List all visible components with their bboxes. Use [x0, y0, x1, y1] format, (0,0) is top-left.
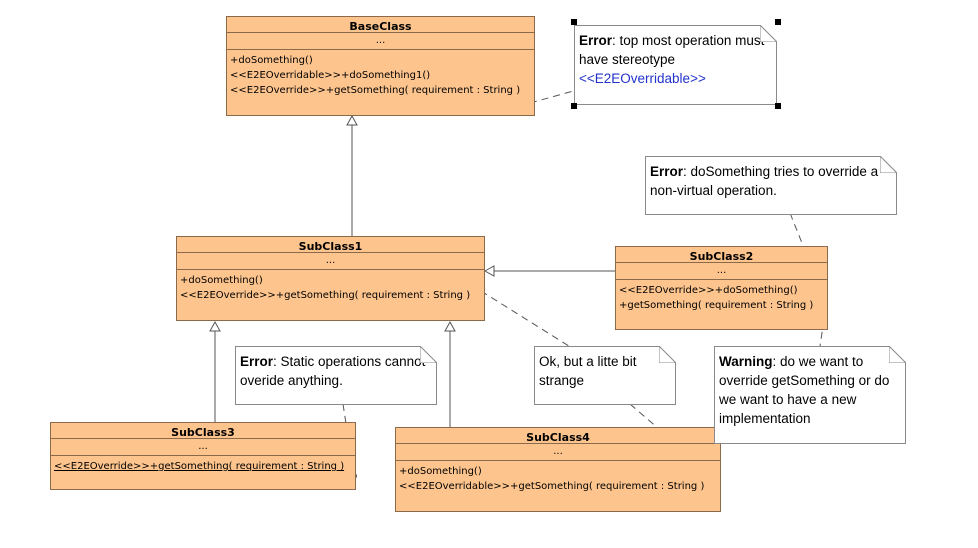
note-text: : Static operations cannot overide anyth…: [240, 354, 426, 388]
note-stereotype: <<E2EOverridable>>: [579, 71, 706, 86]
generalization-arrowhead: [444, 320, 456, 332]
class-operations: +doSomething() <<E2EOverridable>>+getSom…: [396, 461, 720, 494]
class-subclass3[interactable]: SubClass3 ... <<E2EOverride>>+getSomethi…: [50, 422, 356, 490]
class-subclass2[interactable]: SubClass2 ... <<E2EOverride>>+doSomethin…: [615, 246, 828, 330]
operation[interactable]: <<E2EOverride>>+getSomething( requiremen…: [230, 85, 521, 96]
class-subclass1[interactable]: SubClass1 ... +doSomething() <<E2EOverri…: [176, 236, 485, 321]
class-name: SubClass4: [396, 428, 720, 444]
note-keyword: Error: [240, 354, 274, 369]
note-virtual-error[interactable]: Error: doSomething tries to override a n…: [645, 156, 897, 215]
class-attributes: ...: [177, 253, 484, 270]
note-fold-icon: [659, 346, 676, 363]
class-name: SubClass3: [51, 423, 355, 439]
selection-handle[interactable]: [775, 19, 781, 25]
class-attributes: ...: [51, 439, 355, 456]
class-name: SubClass1: [177, 237, 484, 253]
note-text: : top most operation must have stereotyp…: [579, 33, 765, 67]
operation[interactable]: <<E2EOverridable>>+doSomething1(): [230, 70, 431, 81]
note-text: Ok, but a litte bit strange: [539, 354, 637, 388]
operation[interactable]: +doSomething(): [399, 466, 482, 477]
note-keyword: Error: [650, 164, 684, 179]
selection-handle[interactable]: [775, 103, 781, 109]
selection-handle[interactable]: [571, 19, 577, 25]
note-top-error[interactable]: Error: top most operation must have ster…: [574, 25, 777, 105]
operation[interactable]: <<E2EOverride>>+doSomething(): [619, 285, 798, 296]
selection-handle[interactable]: [571, 103, 577, 109]
class-attributes: ...: [227, 33, 534, 50]
class-attributes: ...: [396, 444, 720, 461]
note-strange[interactable]: Ok, but a litte bit strange: [534, 346, 676, 405]
class-operations: <<E2EOverride>>+getSomething( requiremen…: [51, 456, 355, 474]
operation[interactable]: +doSomething(): [230, 55, 313, 66]
operation[interactable]: <<E2EOverride>>+getSomething( requiremen…: [180, 290, 471, 301]
note-anchor-strange: [480, 290, 573, 349]
class-operations: <<E2EOverride>>+doSomething() +getSometh…: [616, 280, 827, 313]
generalization-arrowhead: [209, 320, 221, 332]
note-static-error[interactable]: Error: Static operations cannot overide …: [235, 346, 437, 405]
class-name: SubClass2: [616, 247, 827, 263]
note-warning[interactable]: Warning: do we want to override getSomet…: [714, 346, 906, 444]
note-text: : do we want to override getSomething or…: [719, 354, 890, 426]
operation[interactable]: <<E2EOverridable>>+getSomething( require…: [399, 481, 705, 492]
generalization-arrowhead: [483, 265, 495, 277]
note-anchor-strange-2: [629, 403, 717, 479]
note-fold-icon: [420, 346, 437, 363]
note-text: : doSomething tries to override a non-vi…: [650, 164, 879, 198]
note-fold-icon: [880, 156, 897, 173]
class-name: BaseClass: [227, 17, 534, 33]
note-anchor-top: [529, 89, 578, 104]
generalization-arrowhead: [346, 114, 358, 126]
static-operation[interactable]: <<E2EOverride>>+getSomething( requiremen…: [54, 461, 345, 472]
class-baseclass[interactable]: BaseClass ... +doSomething() <<E2EOverri…: [226, 16, 535, 116]
class-subclass4[interactable]: SubClass4 ... +doSomething() <<E2EOverri…: [395, 427, 721, 512]
note-fold-icon: [889, 346, 906, 363]
class-operations: +doSomething() <<E2EOverridable>>+doSome…: [227, 50, 534, 98]
class-attributes: ...: [616, 263, 827, 280]
note-keyword: Error: [579, 33, 613, 48]
operation[interactable]: +doSomething(): [180, 275, 263, 286]
note-keyword: Warning: [719, 354, 773, 369]
operation[interactable]: +getSomething( requirement : String ): [619, 300, 814, 311]
class-operations: +doSomething() <<E2EOverride>>+getSometh…: [177, 270, 484, 303]
note-fold-icon: [760, 25, 777, 42]
